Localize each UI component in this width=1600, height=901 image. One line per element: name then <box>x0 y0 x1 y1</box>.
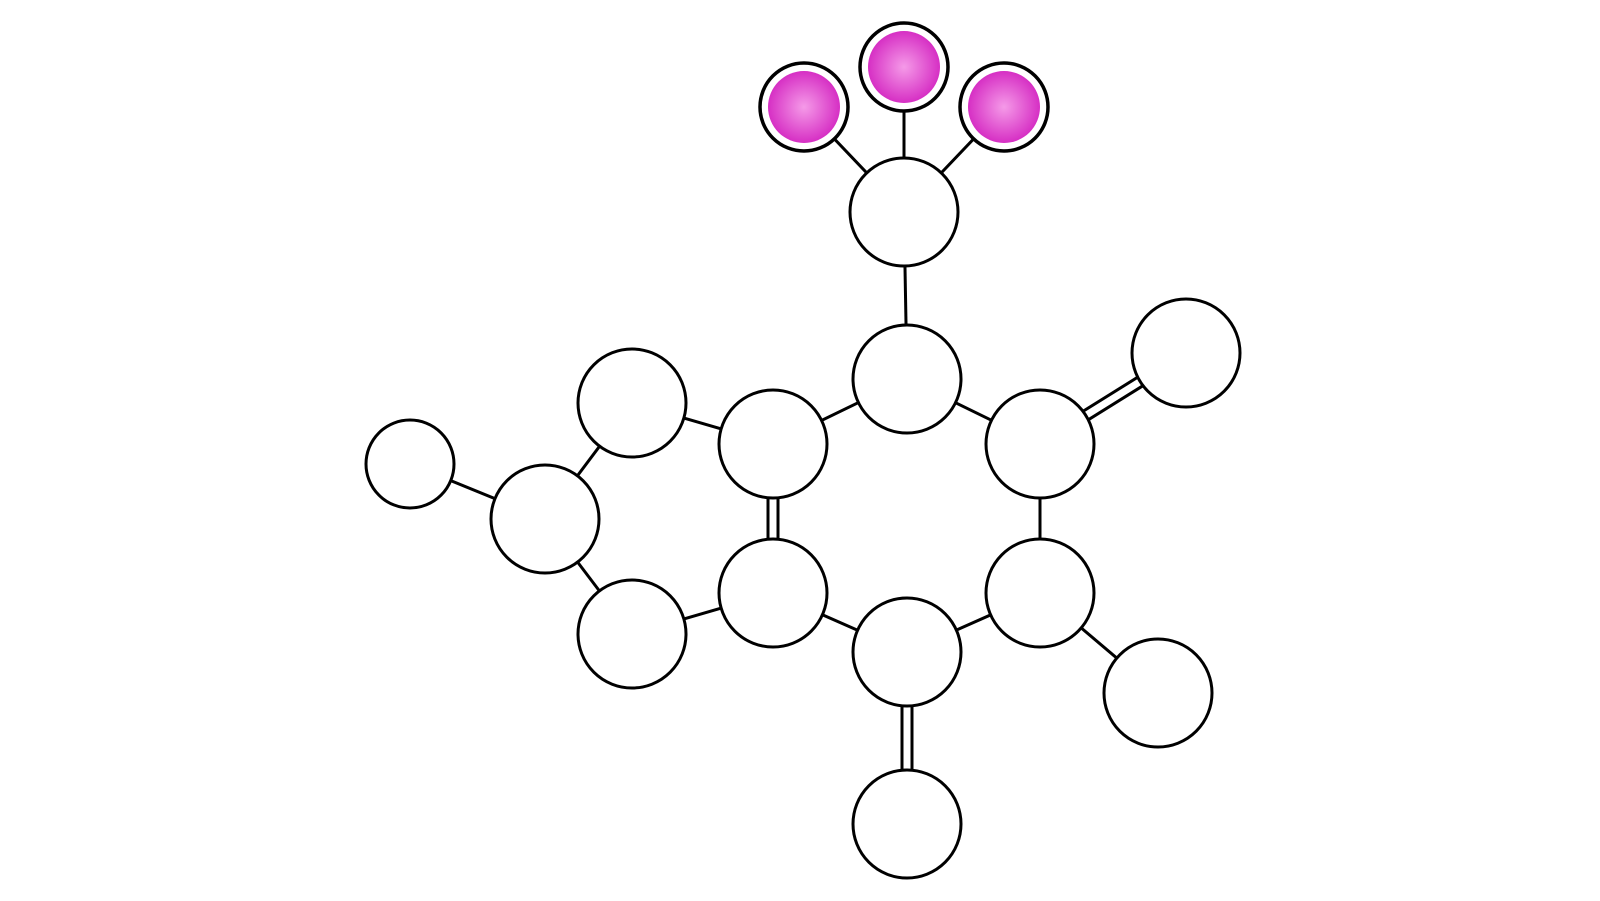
highlight-atom <box>858 21 950 113</box>
atom-sphere <box>868 31 940 103</box>
atom-circle <box>576 347 688 459</box>
highlight-atom <box>958 61 1050 153</box>
atom-circle <box>489 463 601 575</box>
atom <box>717 388 829 500</box>
atom-circle <box>851 323 963 435</box>
atom <box>1130 297 1242 409</box>
atom <box>576 347 688 459</box>
atom-sphere <box>968 71 1040 143</box>
highlight-atom <box>758 61 850 153</box>
atom-circle <box>364 418 456 510</box>
atom <box>576 578 688 690</box>
atom-circle <box>848 156 960 268</box>
atom <box>984 388 1096 500</box>
atom <box>1102 637 1214 749</box>
atom <box>717 537 829 649</box>
atom-circle <box>851 596 963 708</box>
atom <box>984 537 1096 649</box>
atom <box>848 156 960 268</box>
atoms <box>364 21 1242 880</box>
atom <box>851 323 963 435</box>
atom-circle <box>851 768 963 880</box>
atom-circle <box>717 537 829 649</box>
atom-circle <box>576 578 688 690</box>
atom-circle <box>717 388 829 500</box>
atom <box>851 768 963 880</box>
atom <box>489 463 601 575</box>
atom <box>851 596 963 708</box>
atom-circle <box>984 537 1096 649</box>
atom-circle <box>984 388 1096 500</box>
atom <box>364 418 456 510</box>
atom-circle <box>1102 637 1214 749</box>
atom-sphere <box>768 71 840 143</box>
atom-circle <box>1130 297 1242 409</box>
